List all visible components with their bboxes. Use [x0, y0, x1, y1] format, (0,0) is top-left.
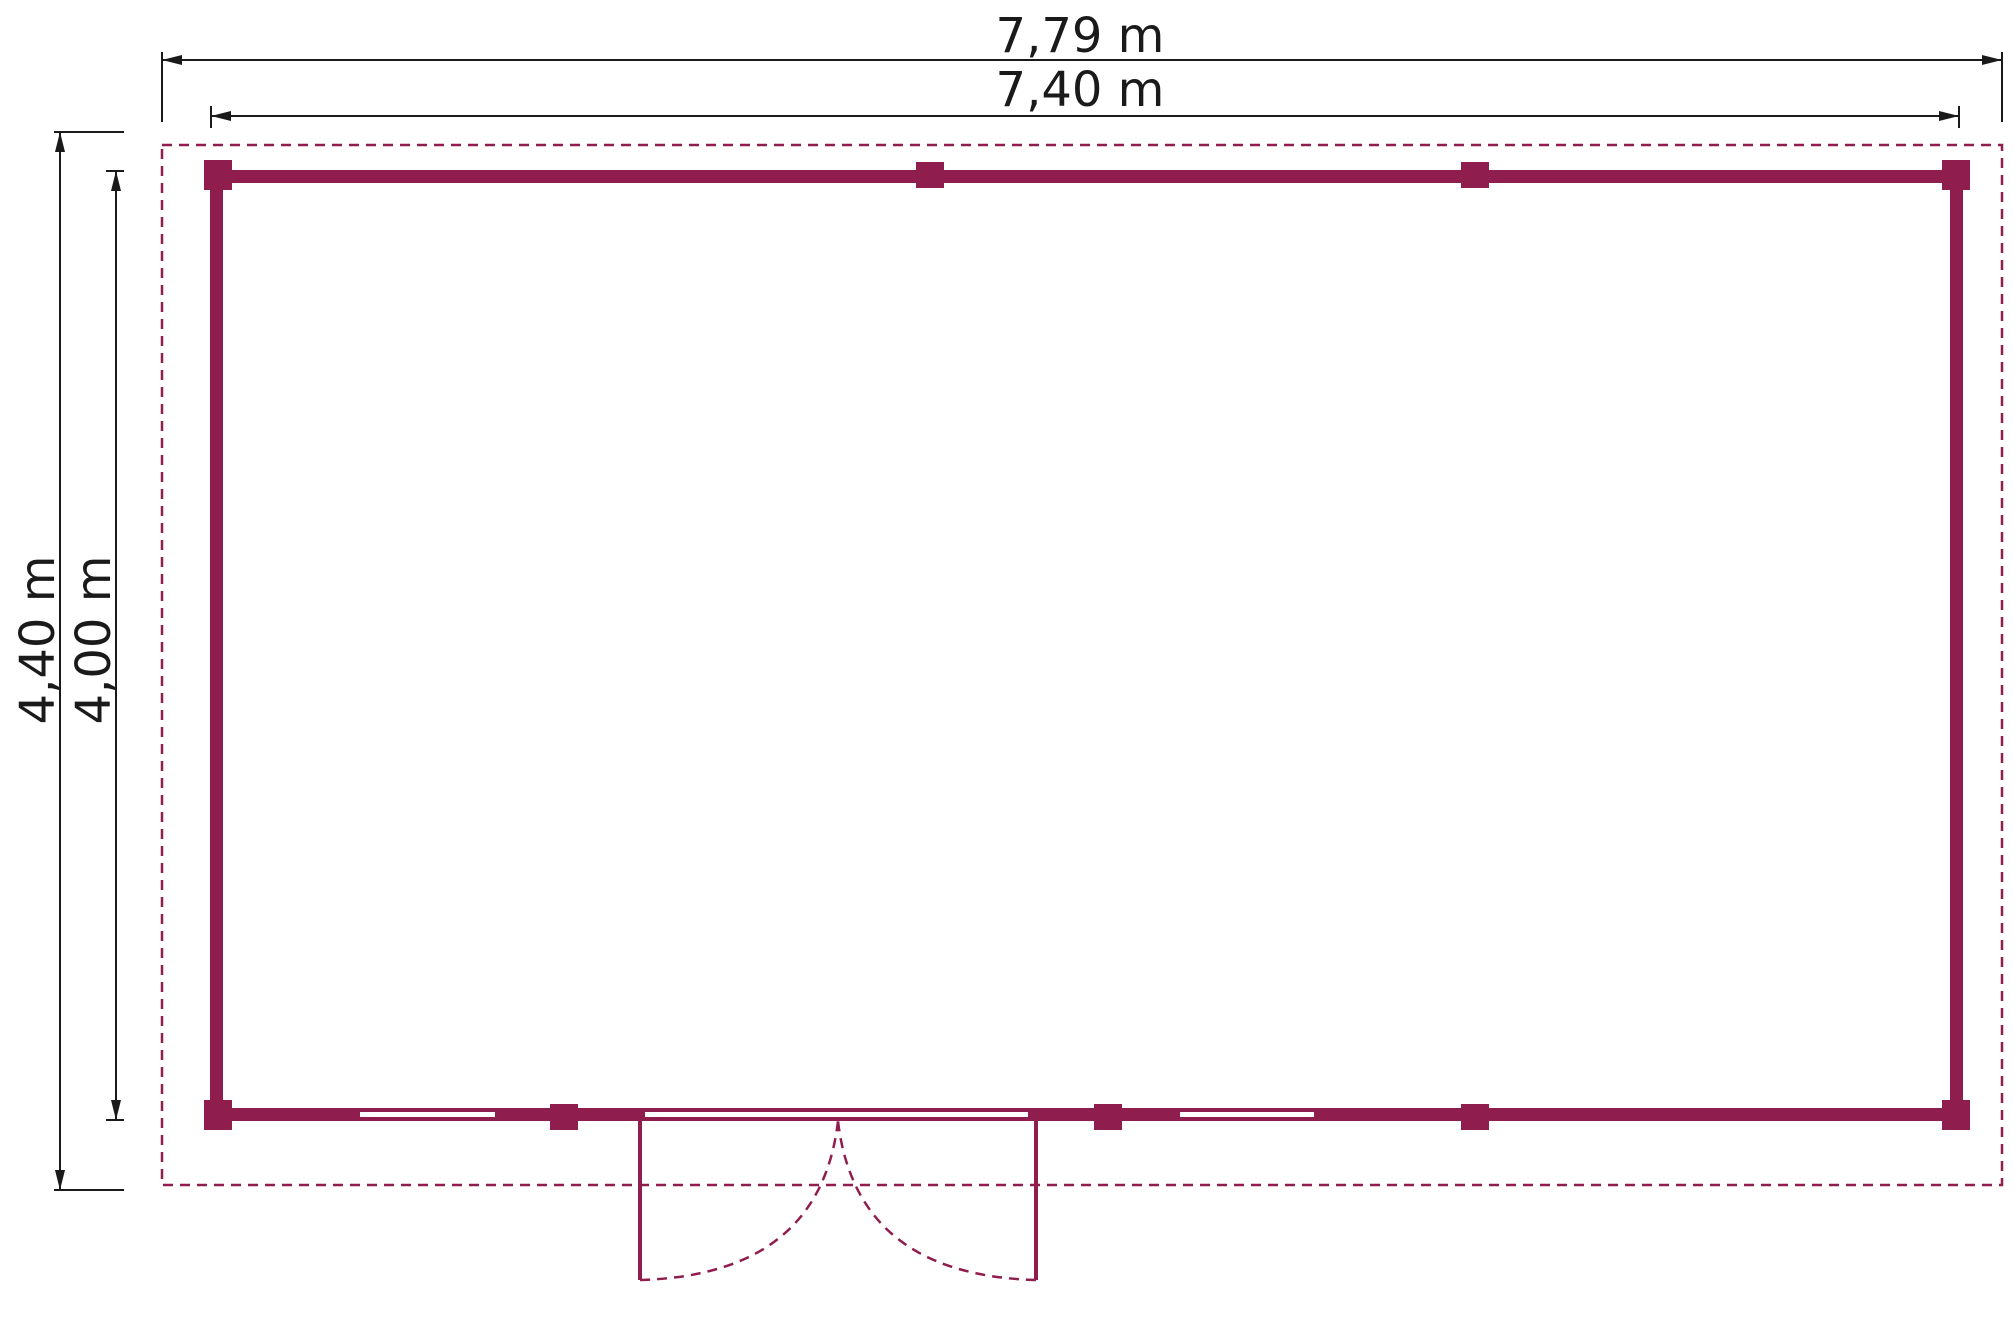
post-bottom-right [1942, 1100, 1970, 1130]
dim-overall-width-label: 7,79 m [996, 8, 1165, 64]
post-bottom-1 [550, 1104, 578, 1130]
wall-right [1950, 170, 1963, 1120]
dim-inner-depth-label: 4,00 m [66, 556, 122, 725]
door-swing-left [639, 1120, 840, 1282]
post-bottom-3 [1461, 1104, 1489, 1130]
window-right [1180, 1112, 1314, 1117]
double-door [638, 1120, 1038, 1282]
posts [204, 160, 1970, 1130]
post-top-right [1942, 160, 1970, 190]
dimension-lines [54, 52, 2003, 1191]
post-bottom-2 [1094, 1104, 1122, 1130]
wall-left [210, 170, 223, 1120]
window-left [360, 1112, 495, 1117]
post-bottom-left [204, 1100, 232, 1130]
walls [210, 170, 1963, 1121]
windows [360, 1112, 1314, 1117]
roof-overhang-outline [160, 143, 2004, 1187]
door-swing-right [836, 1120, 1037, 1282]
post-top-left [204, 160, 232, 190]
wall-top [212, 170, 1960, 183]
dim-overall-depth-label: 4,40 m [10, 556, 66, 725]
post-top-mid-1 [916, 162, 944, 188]
wall-bottom [212, 1108, 1960, 1121]
door-opening [645, 1112, 1028, 1117]
post-top-mid-2 [1461, 162, 1489, 188]
dim-inner-width-label: 7,40 m [996, 62, 1165, 118]
